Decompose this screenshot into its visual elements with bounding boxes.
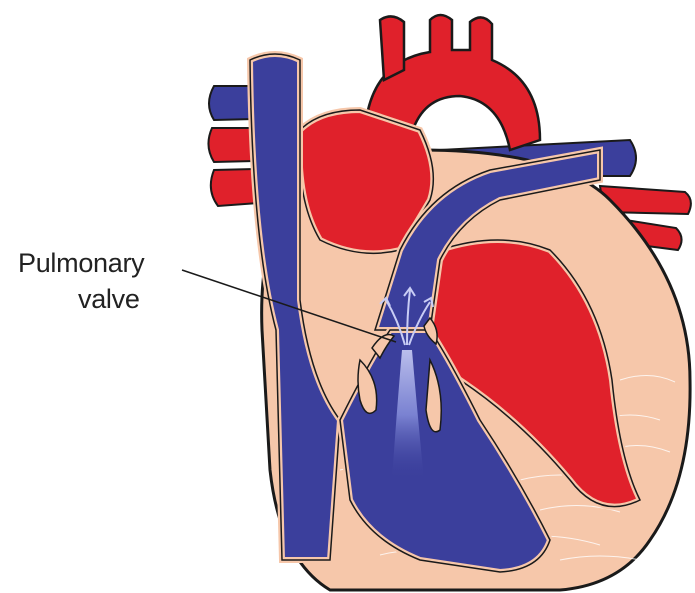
callout-label-line2: valve xyxy=(78,286,140,313)
callout-label-line1: Pulmonary xyxy=(18,250,144,277)
